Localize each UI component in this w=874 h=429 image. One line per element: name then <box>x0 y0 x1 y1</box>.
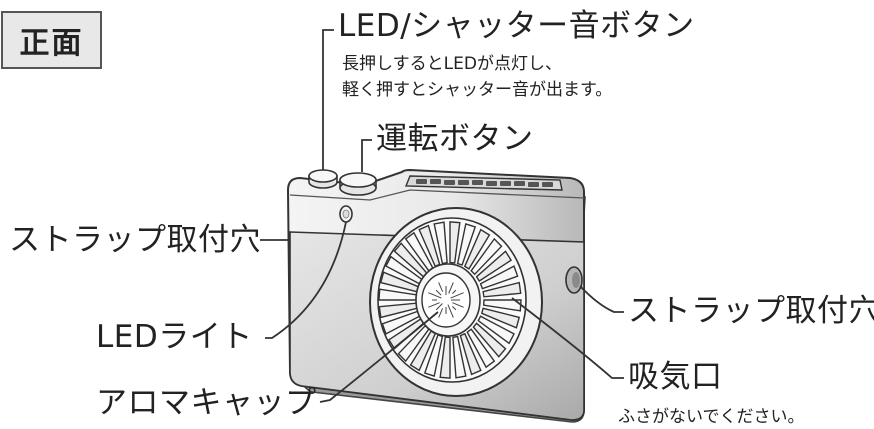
aroma-cap[interactable] <box>421 272 471 328</box>
fan-blade <box>452 335 467 379</box>
air-intake-label: 吸気口 <box>628 359 723 395</box>
power-button-label: 運転ボタン <box>376 121 534 157</box>
aroma-spark-line <box>452 306 457 311</box>
fan-blade <box>466 328 496 369</box>
top-vent-grille <box>404 175 563 191</box>
aroma-spark-line <box>438 308 444 318</box>
fan-blade <box>472 322 507 358</box>
fan-blade <box>470 237 503 276</box>
fan-blade <box>433 221 448 265</box>
led-shutter-desc-line-2: 軽く押すとシャッター音が出ます。 <box>342 80 613 100</box>
aroma-spark-line <box>448 282 454 294</box>
fan-blade <box>480 307 521 329</box>
power-button[interactable] <box>339 172 377 196</box>
fan-blade <box>475 250 513 282</box>
aroma-spark-line <box>435 289 442 296</box>
aroma-spark-line <box>435 303 443 311</box>
aroma-spark-line <box>428 302 440 308</box>
led-shutter-button[interactable] <box>308 169 338 189</box>
fan-blade <box>459 332 482 376</box>
led-shutter-desc-line-1: 長押しするとLEDが点灯し、 <box>342 54 562 74</box>
fan-blade <box>482 299 522 312</box>
aroma-spark-line <box>447 304 454 318</box>
fan-blade <box>477 315 515 345</box>
led-light-label: LEDライト <box>96 319 253 355</box>
led-shutter-button-label: LED/シャッター音ボタン <box>338 8 695 44</box>
fan-blade <box>463 228 491 270</box>
aroma-cap-label: アロマキャップ <box>96 385 317 421</box>
fan-blade <box>479 265 519 290</box>
strap-hole-right <box>565 266 583 294</box>
fan-blade <box>439 336 451 379</box>
aroma-spark-line <box>428 292 442 299</box>
aroma-spark-line <box>452 289 457 294</box>
strap-hole-right-label: ストラップ取付穴 <box>628 293 874 329</box>
fan-blade <box>482 281 522 298</box>
led-light <box>339 205 353 223</box>
front-view-badge: 正面 <box>1 11 102 69</box>
air-intake-note: ふさがないでください。 <box>618 407 805 427</box>
aroma-spark-line <box>450 292 464 299</box>
fan-blade <box>456 222 477 266</box>
strap-hole-left-label: ストラップ取付穴 <box>9 222 261 258</box>
leader-lines <box>260 29 624 403</box>
aroma-spark-line <box>438 282 444 292</box>
aroma-spark-line <box>452 302 464 308</box>
fan-blade <box>449 221 461 264</box>
